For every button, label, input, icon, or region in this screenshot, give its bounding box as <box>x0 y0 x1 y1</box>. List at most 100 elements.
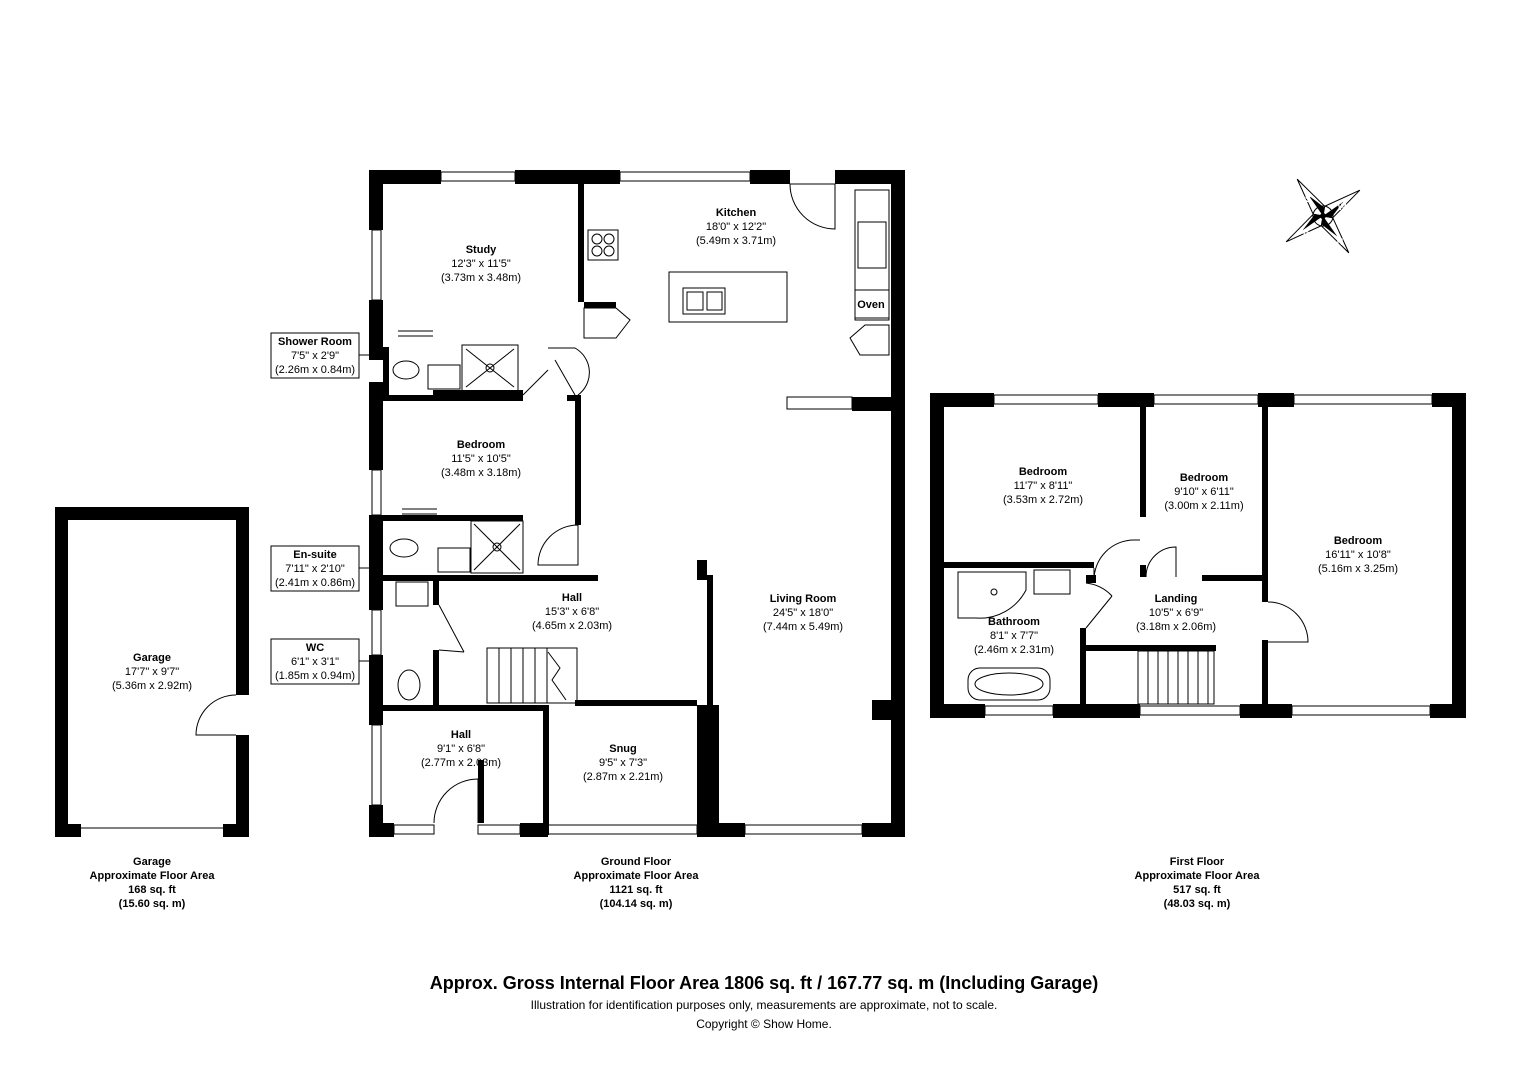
garage-floor-sqft: 168 sq. ft <box>128 884 176 896</box>
garage-wall-left <box>55 507 68 837</box>
gf-shower-drain <box>492 542 502 552</box>
ff-bedroom-2-name: Bedroom <box>1180 472 1229 484</box>
ff-wall <box>944 562 1094 568</box>
compass-point-dark <box>1323 201 1344 218</box>
gf-toilet <box>397 669 421 701</box>
gf-wall <box>852 397 891 411</box>
gf-wall <box>872 700 891 720</box>
hall-front-dim-metric: (2.77m x 2.03m) <box>421 757 501 769</box>
gf-wall <box>369 823 394 837</box>
gf-basin <box>427 364 461 390</box>
gf-stairs <box>486 647 578 704</box>
plan-footer: Approx. Gross Internal Floor Area 1806 s… <box>0 970 1528 1034</box>
gf-window <box>477 824 521 835</box>
ff-stairs <box>1137 650 1215 705</box>
garage-floor-sqm: (15.60 sq. m) <box>119 898 186 910</box>
first-floor-sqm: (48.03 sq. m) <box>1164 898 1231 910</box>
hall-main-dim-imperial: 15'3" x 6'8" <box>545 606 599 618</box>
compass-rose <box>1285 178 1361 254</box>
snug-dim-imperial: 9'5" x 7'3" <box>599 757 647 769</box>
ff-corner-shower <box>957 571 1027 619</box>
gf-wall <box>383 395 523 401</box>
kitchen-name: Kitchen <box>716 207 757 219</box>
gf-shower-tray <box>470 520 524 574</box>
garage-wall-bottom-right <box>223 824 249 837</box>
gf-window <box>371 469 382 516</box>
ff-window <box>1153 394 1259 405</box>
first-area-caption: First Floor Approximate Floor Area 517 s… <box>1135 856 1261 910</box>
gf-door-swing <box>433 778 479 824</box>
gf-wall <box>383 347 389 395</box>
ff-door-swing <box>1085 582 1113 629</box>
bathroom-name: Bathroom <box>988 616 1040 628</box>
ff-door-swing <box>1093 539 1140 581</box>
gf-hob-ring <box>591 233 603 245</box>
floor-plan-drawing: Kitchen 18'0" x 12'2" (5.49m x 3.71m) St… <box>55 170 1466 910</box>
floor-area-captions: Garage Approximate Floor Area 168 sq. ft… <box>90 856 1261 910</box>
gf-wall <box>575 700 697 706</box>
bathroom-dim-metric: (2.46m x 2.31m) <box>974 644 1054 656</box>
gf-window <box>786 396 853 410</box>
compass-letter-w: W <box>1338 202 1347 212</box>
gf-wall <box>567 395 581 401</box>
gf-wall <box>862 823 905 837</box>
wc-dim-metric: (1.85m x 0.94m) <box>275 670 355 682</box>
gf-wall <box>433 575 439 605</box>
ff-wall <box>1262 640 1268 706</box>
kitchen-dim-metric: (5.49m x 3.71m) <box>696 235 776 247</box>
bathroom-dim-imperial: 8'1" x 7'7" <box>990 630 1038 642</box>
gross-floor-area: Approx. Gross Internal Floor Area 1806 s… <box>429 973 1099 993</box>
ff-bedroom-1-name: Bedroom <box>1019 466 1068 478</box>
living-room-dim-imperial: 24'5" x 18'0" <box>773 607 833 619</box>
gf-shower-tray <box>461 344 519 392</box>
ff-wall <box>930 704 985 718</box>
landing-dim-metric: (3.18m x 2.06m) <box>1136 621 1216 633</box>
ff-wall <box>1430 704 1466 718</box>
ff-bedroom-3-dim-metric: (5.16m x 3.25m) <box>1318 563 1398 575</box>
ff-bedroom-3-dim-imperial: 16'11" x 10'8" <box>1325 549 1391 561</box>
compass-point-dark <box>1308 195 1325 216</box>
gf-wall <box>478 760 484 823</box>
ff-wall <box>1080 628 1086 706</box>
gf-wall <box>369 170 383 230</box>
ff-wall <box>1262 407 1268 602</box>
gf-wall <box>750 170 790 184</box>
ground-floor-sqm: (104.14 sq. m) <box>600 898 673 910</box>
gf-basin <box>395 581 429 607</box>
hall-front-dim-imperial: 9'1" x 6'8" <box>437 743 485 755</box>
compass-letter-n: N <box>1337 237 1344 247</box>
ff-wall <box>1140 407 1146 517</box>
gf-bedroom-dim-metric: (3.48m x 3.18m) <box>441 467 521 479</box>
ff-bedroom-1-dim-imperial: 11'7" x 8'11" <box>1014 480 1073 492</box>
ff-door-swing <box>1145 546 1177 578</box>
gf-cupboard <box>583 307 631 339</box>
gf-island-sink-drainer <box>706 291 723 311</box>
garage-wall-bottom-left <box>55 824 81 837</box>
gf-oven <box>854 289 890 319</box>
en-suite-name: En-suite <box>293 549 336 561</box>
ff-bedroom-2-dim-imperial: 9'10" x 6'11" <box>1174 486 1234 498</box>
gf-wall <box>515 170 620 184</box>
study-dim-imperial: 12'3" x 11'5" <box>451 258 511 270</box>
gf-wall <box>369 655 383 725</box>
ff-bedroom-3-name: Bedroom <box>1334 535 1383 547</box>
gf-wall <box>369 515 383 610</box>
gf-door-swing <box>537 524 579 566</box>
ground-floor-fixtures <box>371 171 890 835</box>
hall-main-name: Hall <box>562 592 582 604</box>
ground-floor-plan <box>369 170 905 837</box>
en-suite-callout: En-suite 7'11" x 2'10" (2.41m x 0.86m) <box>270 545 369 592</box>
ff-wall <box>1258 393 1294 407</box>
gf-island-sink <box>682 287 726 315</box>
landing-dim-imperial: 10'5" x 6'9" <box>1149 607 1203 619</box>
callout-labels: Shower Room 7'5" x 2'9" (2.26m x 0.84m) … <box>270 332 369 685</box>
compass-point-dark <box>1302 214 1323 231</box>
shower-room-callout-box <box>270 332 360 379</box>
gf-wall <box>369 170 441 184</box>
ff-window <box>1291 705 1431 716</box>
ff-bath-inner <box>974 672 1044 696</box>
gf-window <box>440 171 516 182</box>
ground-floor-subtitle: Approximate Floor Area <box>574 870 700 882</box>
ff-bedroom-1-dim-metric: (3.53m x 2.72m) <box>1003 494 1083 506</box>
gf-window <box>371 724 382 806</box>
